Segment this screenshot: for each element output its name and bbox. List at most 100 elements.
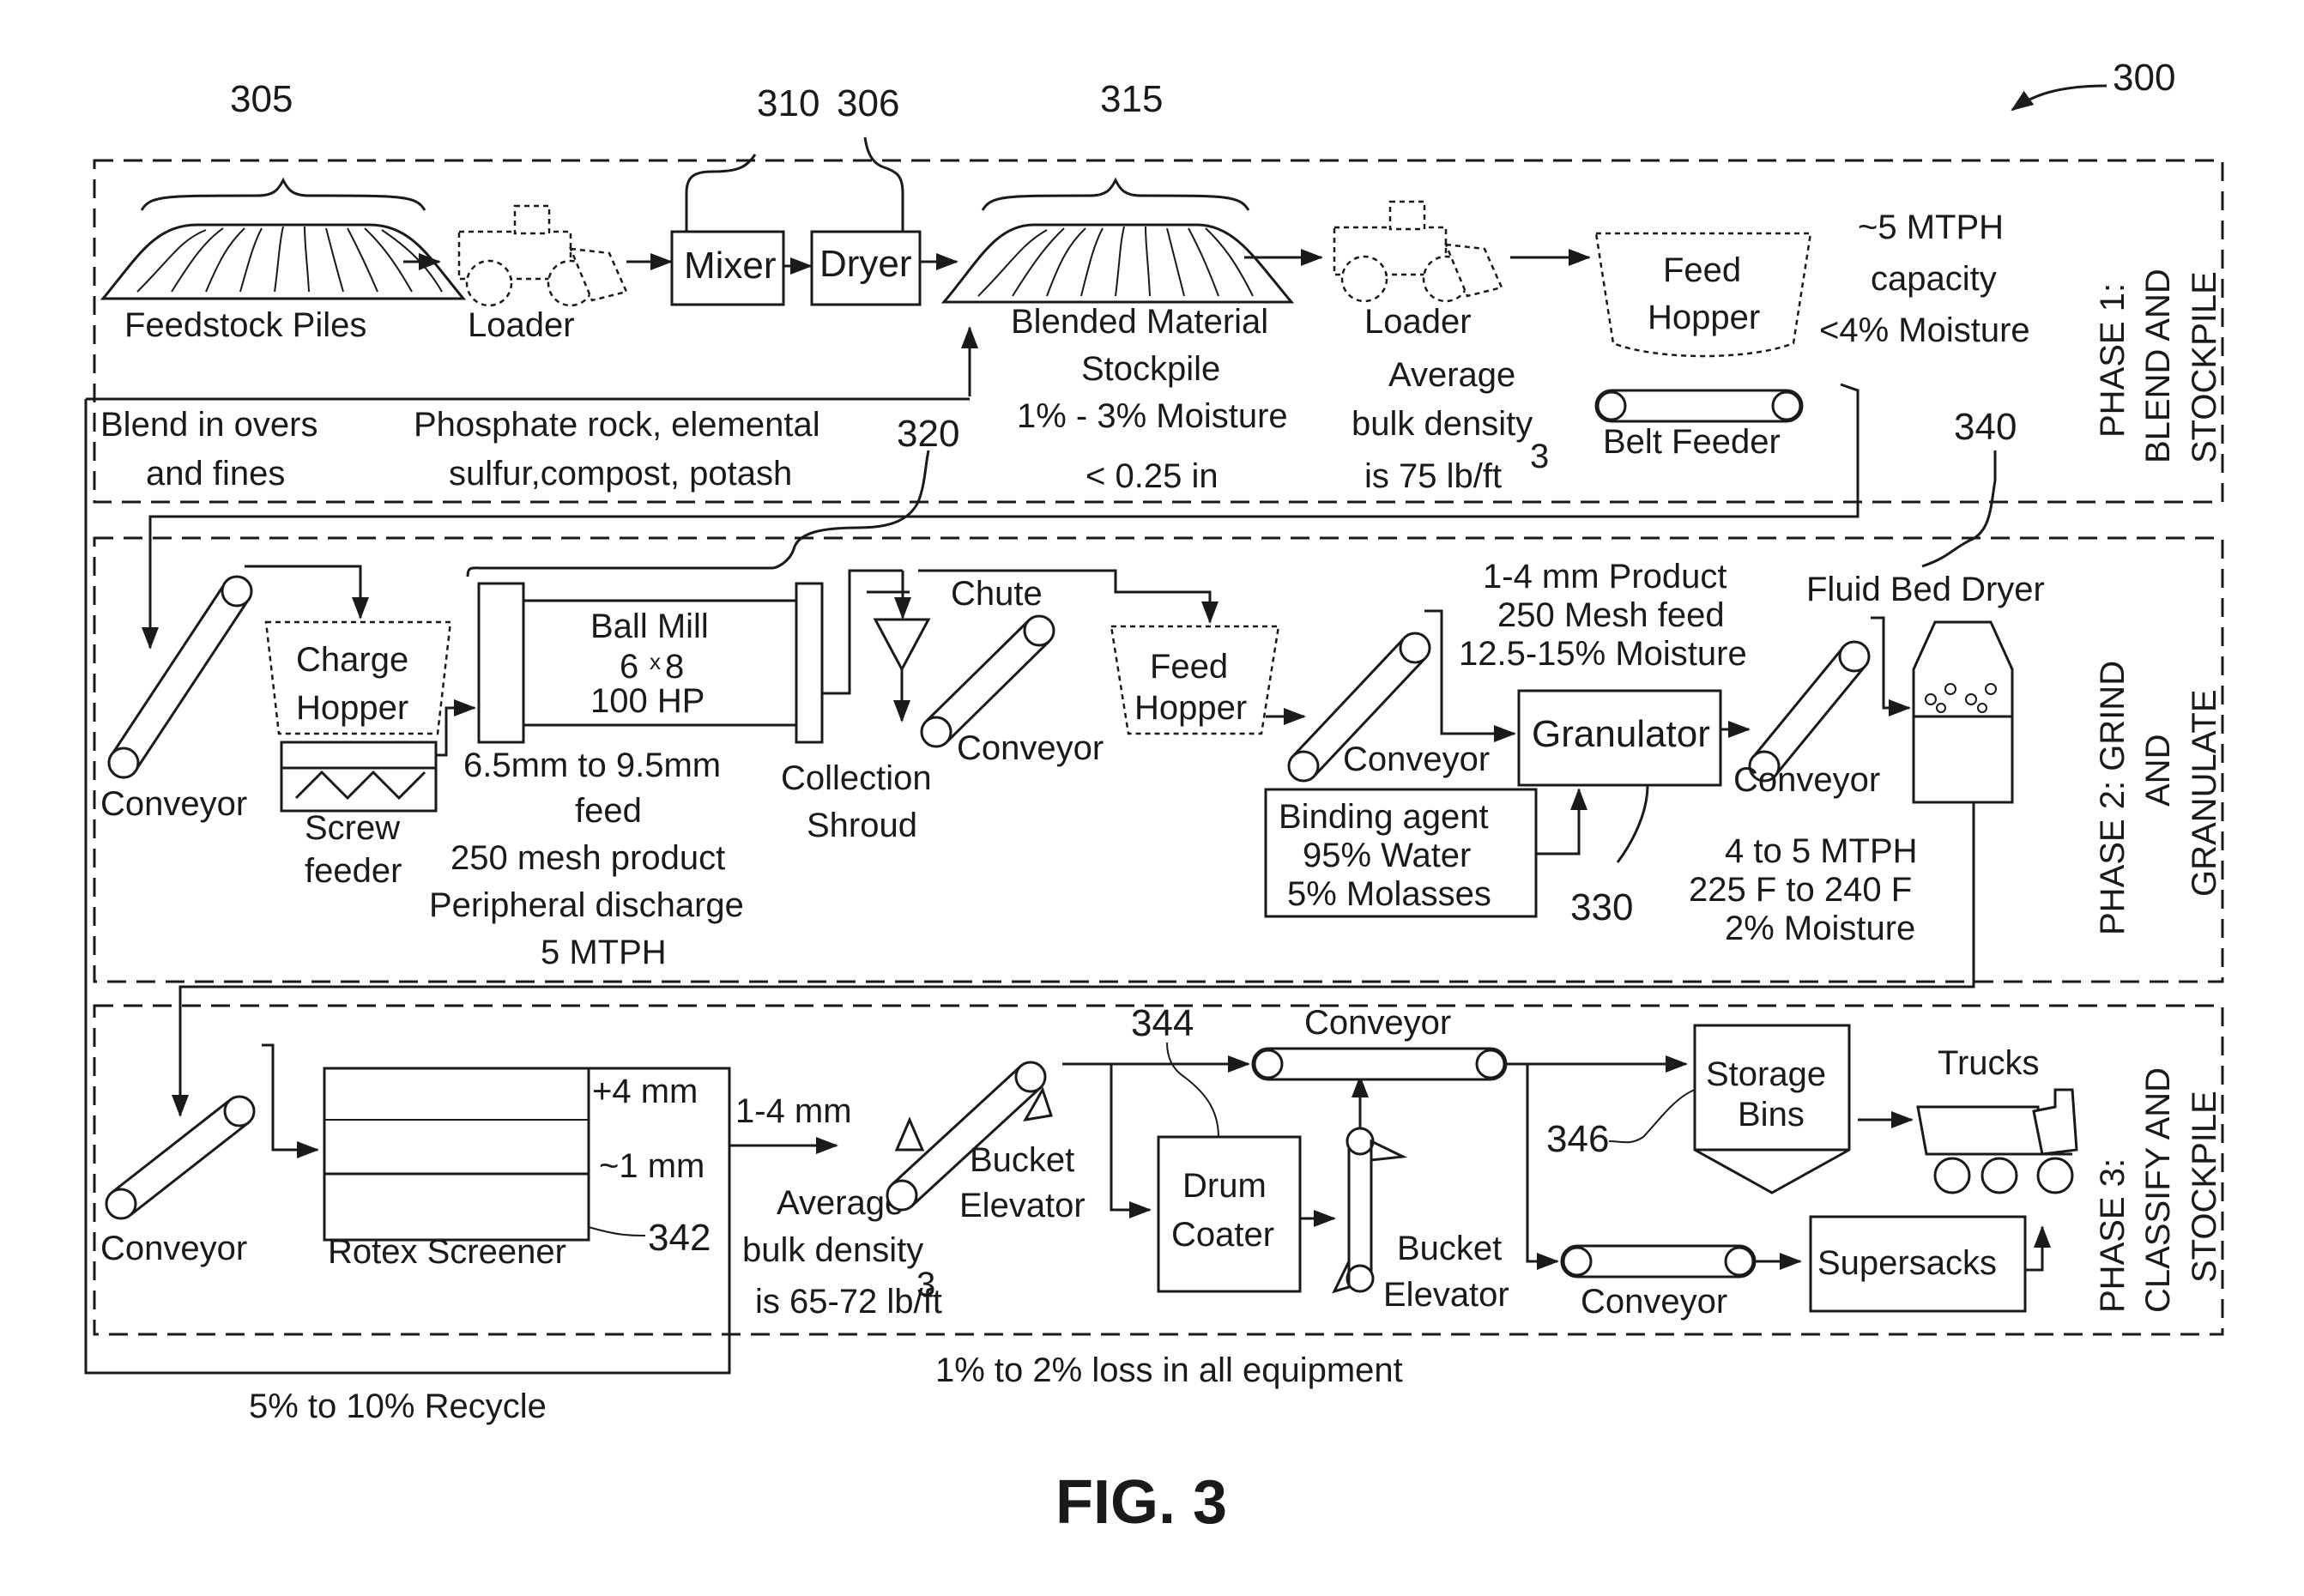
dryer-label: Dryer [819,243,912,285]
capacity-line3: <4% Moisture [1819,311,2030,349]
conveyor-p3-bottom-label: Conveyor [1581,1283,1727,1321]
mill-note5: 5 MTPH [541,934,667,971]
figure-reference: 300 [2011,57,2175,112]
svg-text:300: 300 [2113,57,2175,99]
density-line1: Average [1388,356,1515,394]
bucket-elevator-1-line1: Bucket [970,1141,1074,1179]
charge-hopper [264,620,452,735]
blend-line2: and fines [146,455,285,493]
p3-density-superscript: 3 [916,1266,935,1303]
mill-note4: Peripheral discharge [429,886,744,924]
mixer-ref: 310 [757,82,819,124]
stockpile-line1: Blended Material [1011,303,1268,341]
product-line2: 250 Mesh feed [1497,596,1725,634]
blended-stockpile-icon [940,177,1295,304]
conveyor-p2-2-label: Conveyor [957,729,1104,767]
dryer-p2-ref: 340 [1954,406,2017,448]
capacity-line2: capacity [1871,260,1997,298]
conveyor-p2-3-label: Conveyor [1343,741,1490,778]
svg-text:STOCKPILE: STOCKPILE [2186,1091,2223,1283]
ball-mill-end-left [477,582,525,744]
conveyor-p2-1-icon [107,575,253,779]
chute-label: Chute [951,575,1043,613]
shroud-line1: Collection [781,759,932,797]
shroud-line2: Shroud [807,807,917,844]
loader-1-icon [457,204,628,307]
drum-coater-line2: Coater [1171,1216,1274,1254]
charge-hopper-line1: Charge [296,641,408,679]
storage-bins-line2: Bins [1738,1096,1805,1134]
rotex-screener-label: Rotex Screener [328,1233,566,1271]
stockpile-line3: 1% - 3% Moisture [1017,397,1288,435]
recycle-line [84,399,731,1375]
conveyor-p3-1-icon [105,1095,256,1220]
bucket-elevator-1-line2: Elevator [959,1187,1085,1224]
conveyor-p2-4-label: Conveyor [1733,761,1880,799]
supersacks-label: Supersacks [1817,1244,1997,1282]
dryer-p2-line1: 4 to 5 MTPH [1725,832,1918,870]
conveyor-p3-top-label: Conveyor [1304,1004,1451,1042]
belt-feeder-label: Belt Feeder [1603,423,1781,461]
feed-hopper-1-line2: Hopper [1648,299,1760,336]
stockpile-ref: 315 [1100,78,1163,120]
mixer-box [670,230,785,306]
svg-text:CLASSIFY AND: CLASSIFY AND [2139,1067,2177,1313]
collection-shroud [822,569,903,695]
conveyor-p2-2-icon [920,614,1055,748]
dryer-ref: 306 [837,82,899,124]
ball-mill-line3: 100 HP [590,682,705,720]
minus1-label: ~1 mm [599,1147,705,1185]
storage-bins-ref: 346 [1546,1118,1609,1160]
mill-note3: 250 mesh product [451,839,725,877]
loader-2-label: Loader [1364,303,1472,341]
charge-hopper-line2: Hopper [296,689,408,727]
feed-hopper-2-line2: Hopper [1134,689,1247,727]
granulator-label: Granulator [1532,713,1710,755]
binding-line2: 95% Water [1303,837,1471,874]
chute-icon [873,618,931,673]
svg-text:GRANULATE: GRANULATE [2186,689,2223,897]
dryer-p2-label: Fluid Bed Dryer [1806,571,2045,608]
p3-density-line3: is 65-72 lb/ft [755,1283,942,1321]
svg-text:STOCKPILE: STOCKPILE [2186,271,2223,463]
bucket-elevator-2-line1: Bucket [1397,1230,1502,1267]
conveyor-p2-3-icon [1287,632,1431,783]
screw-feeder-icon [280,741,438,813]
conveyor-p2-4-icon [1748,640,1871,783]
ball-mill-ref: 320 [897,413,959,455]
storage-bins-line1: Storage [1706,1055,1826,1093]
binding-agent-box [1264,788,1538,918]
feed-hopper-1 [1594,232,1812,358]
svg-text:PHASE 3:: PHASE 3: [2094,1158,2132,1313]
feed-hopper-2-line1: Feed [1150,648,1228,686]
conveyor-p2-1-label: Conveyor [100,785,247,823]
binding-line1: Binding agent [1279,798,1489,836]
stockpile-line4: < 0.25 in [1085,457,1219,495]
phase3-label: PHASE 3: CLASSIFY AND STOCKPILE [2094,1067,2223,1313]
phase2-label: PHASE 2: GRIND AND GRANULATE [2094,661,2223,935]
truck-icon [1916,1088,2078,1194]
density-line2: bulk density [1352,405,1533,443]
feed-hopper-2 [1110,625,1280,735]
capacity-line1: ~5 MTPH [1858,209,2004,246]
drum-coater-box [1157,1135,1302,1293]
loader-1-label: Loader [468,306,575,344]
ball-mill-line2a: 6 [620,648,638,686]
conveyor-p3-top-icon [1251,1047,1508,1081]
mill-note2: feed [575,792,642,830]
blend-line1: Blend in overs [100,406,317,444]
ball-mill-drum [522,599,798,727]
figure-caption: FIG. 3 [1055,1468,1227,1537]
ball-mill-line2x: x [650,649,661,674]
product-line1: 1-4 mm Product [1483,558,1727,595]
svg-text:PHASE 1:: PHASE 1: [2094,283,2132,438]
bucket-elevator-1-icon [886,1061,1053,1212]
product-line3: 12.5-15% Moisture [1459,635,1747,673]
phase1-label: PHASE 1: BLEND AND STOCKPILE [2094,269,2223,463]
loader-2-icon [1333,200,1503,303]
bucket-elevator-2-icon [1332,1127,1408,1294]
drum-coater-line1: Drum [1182,1167,1267,1205]
mixer-label: Mixer [684,245,777,287]
screw-feeder-line2: feeder [305,852,402,890]
trucks-label: Trucks [1938,1044,2040,1082]
